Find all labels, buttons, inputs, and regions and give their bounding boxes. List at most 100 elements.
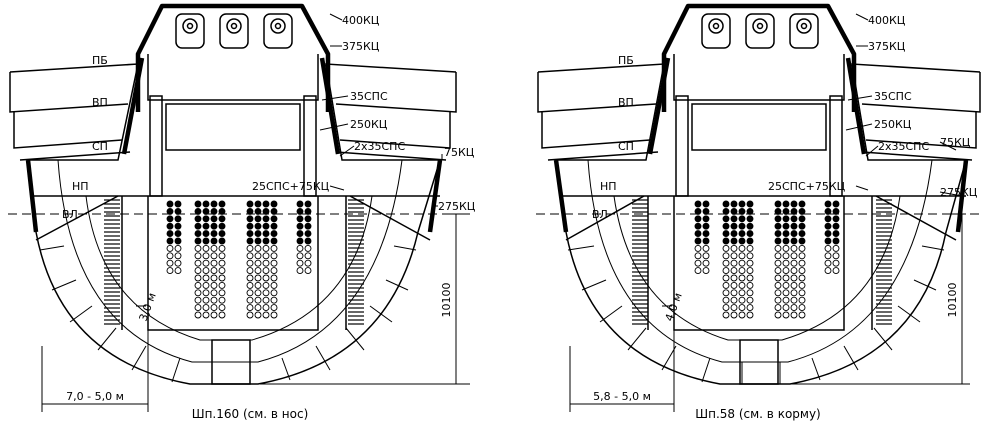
shell-mark (746, 244, 754, 252)
shell-mark (194, 289, 202, 297)
shell-mark (210, 267, 218, 275)
shell-mark (174, 215, 182, 223)
hull-inner-outline (57, 159, 403, 363)
shell-mark (824, 259, 832, 267)
shell-mark (210, 281, 218, 289)
turret-roof (147, 54, 319, 101)
shell-mark (202, 304, 210, 312)
shell-mark (246, 296, 254, 304)
shell-mark (790, 222, 798, 230)
shell-mark (262, 304, 270, 312)
shell-mark (702, 215, 710, 223)
shell-mark (166, 215, 174, 223)
shell-mark (296, 267, 304, 275)
shell-mark (174, 267, 182, 275)
shell-mark (194, 267, 202, 275)
shell-mark (730, 244, 738, 252)
shell-mark (218, 259, 226, 267)
shell-mark (694, 200, 702, 208)
deck-label-sp: СП (92, 140, 108, 153)
shell-mark (790, 215, 798, 223)
shell-mark (790, 252, 798, 260)
shell-mark (774, 274, 782, 282)
shell-mark (782, 267, 790, 275)
shell-mark (694, 252, 702, 260)
shell-mark (166, 267, 174, 275)
shell-mark (194, 259, 202, 267)
shell-mark (262, 200, 270, 208)
shell-mark (210, 230, 218, 238)
shell-mark (746, 296, 754, 304)
dimension-lines (41, 213, 470, 412)
shell-mark (694, 215, 702, 223)
shell-mark (304, 267, 312, 275)
shell-mark (246, 200, 254, 208)
shell-mark (270, 230, 278, 238)
armor-label-275: 275КЦ (940, 186, 978, 199)
shell-mark (218, 311, 226, 319)
shell-mark (782, 222, 790, 230)
shell-mark (254, 296, 262, 304)
shell-mark (166, 237, 174, 245)
shell-mark (798, 304, 806, 312)
shell-mark (790, 230, 798, 238)
shell-mark (730, 215, 738, 223)
shell-mark (824, 267, 832, 275)
shell-mark (782, 259, 790, 267)
shell-mark (202, 289, 210, 297)
shell-mark (730, 252, 738, 260)
armor-label-275: 275КЦ (438, 200, 476, 213)
shell-mark (832, 259, 840, 267)
shell-mark (722, 252, 730, 260)
armor-label-2x35sps: 2х35СПС (878, 140, 929, 153)
magazine-shells (694, 200, 840, 319)
shell-mark (798, 200, 806, 208)
shell-mark (194, 244, 202, 252)
shell-mark (166, 200, 174, 208)
shell-mark (166, 244, 174, 252)
shell-mark (262, 296, 270, 304)
shell-mark (832, 215, 840, 223)
shell-mark (262, 230, 270, 238)
shell-mark (738, 207, 746, 215)
shell-mark (210, 222, 218, 230)
shell-mark (270, 267, 278, 275)
shell-mark (210, 311, 218, 319)
shell-mark (254, 289, 262, 297)
shell-mark (782, 237, 790, 245)
shell-mark (722, 244, 730, 252)
shell-mark (832, 222, 840, 230)
hull-outline (537, 63, 981, 385)
armor-label-375: 375КЦ (868, 40, 906, 53)
shell-mark (798, 267, 806, 275)
shell-mark (798, 311, 806, 319)
armor-label-400: 400КЦ (342, 14, 380, 27)
shell-mark (738, 267, 746, 275)
shell-mark (270, 281, 278, 289)
shell-mark (270, 215, 278, 223)
shell-mark (218, 252, 226, 260)
shell-mark (798, 222, 806, 230)
shell-mark (194, 200, 202, 208)
shell-mark (296, 252, 304, 260)
shell-mark (270, 304, 278, 312)
shell-mark (782, 311, 790, 319)
shell-mark (702, 230, 710, 238)
shell-mark (702, 222, 710, 230)
shell-mark (304, 215, 312, 223)
leaders (845, 13, 963, 197)
depth-dimension: 10100 (946, 283, 959, 318)
bulkhead-hatch-right (348, 199, 364, 325)
shell-mark (210, 200, 218, 208)
shell-mark (746, 222, 754, 230)
shell-mark (210, 259, 218, 267)
shell-mark (218, 200, 226, 208)
shell-mark (782, 200, 790, 208)
shell-mark (210, 207, 218, 215)
anti-torpedo-bulkheads (632, 199, 892, 325)
shell-mark (722, 304, 730, 312)
shell-mark (262, 281, 270, 289)
shell-mark (782, 304, 790, 312)
deck-label-pb: ПБ (618, 54, 634, 67)
shell-mark (210, 289, 218, 297)
